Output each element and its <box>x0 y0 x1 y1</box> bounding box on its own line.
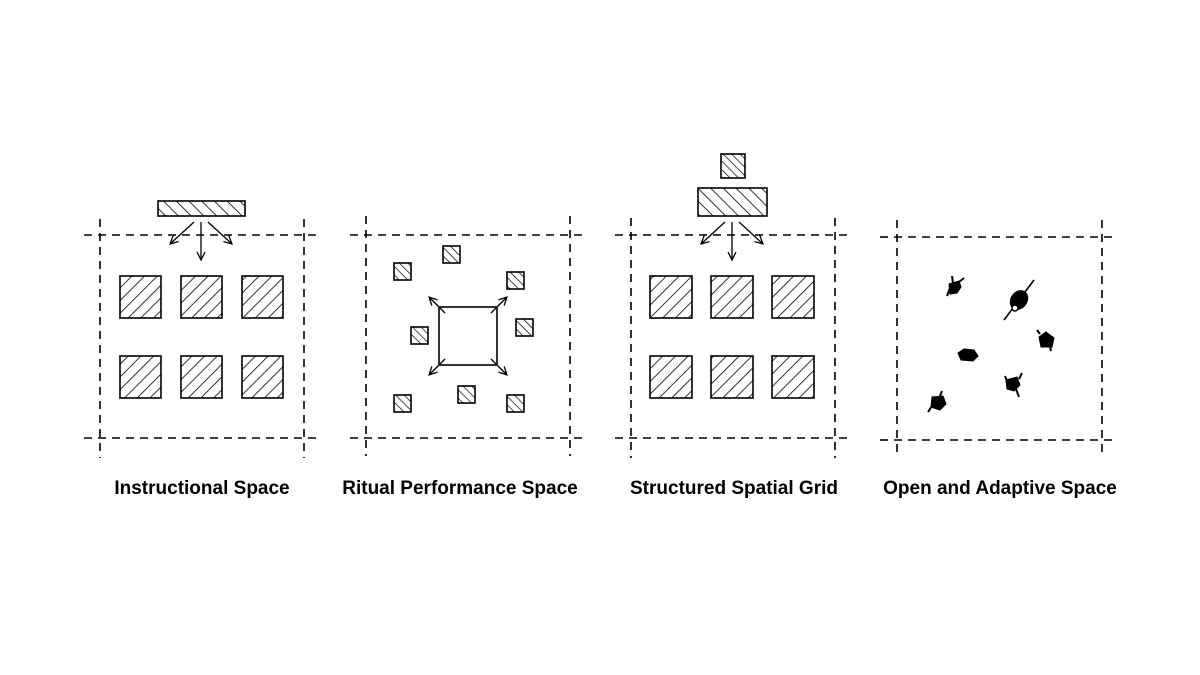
seat <box>410 326 429 345</box>
boundary-frame <box>615 218 853 458</box>
seat <box>393 394 412 413</box>
boundary-frame <box>880 220 1118 458</box>
panel-ritual <box>350 216 588 456</box>
caption-instructional: Instructional Space <box>114 478 290 499</box>
desk <box>119 275 162 319</box>
desk <box>649 275 693 319</box>
desk <box>119 355 162 399</box>
figure-icon <box>927 390 947 413</box>
projection-arrows <box>170 221 232 260</box>
figure-icon <box>1036 329 1055 352</box>
desk <box>649 355 693 399</box>
seat <box>515 318 534 337</box>
desk-grid <box>119 275 284 399</box>
caption-structured: Structured Spatial Grid <box>630 478 838 499</box>
radiating-arrows <box>429 297 507 375</box>
desk <box>241 275 284 319</box>
lectern-platform <box>157 200 246 217</box>
small-podium <box>720 153 746 179</box>
boundary-frame <box>84 219 322 458</box>
seat <box>457 385 476 404</box>
panel-structured <box>615 153 853 458</box>
desk <box>710 355 754 399</box>
panel-instructional <box>84 200 322 458</box>
surrounding-seats <box>393 245 534 413</box>
desk <box>241 355 284 399</box>
figure-icon <box>957 348 979 362</box>
desk <box>180 355 223 399</box>
figure-icon <box>1003 279 1035 321</box>
projection-arrows <box>701 221 763 260</box>
panel-open <box>880 220 1118 458</box>
figure-icon <box>946 275 965 297</box>
caption-ritual: Ritual Performance Space <box>342 478 578 499</box>
central-stage <box>438 306 498 366</box>
seat <box>506 394 525 413</box>
desk <box>710 275 754 319</box>
desk <box>771 355 815 399</box>
scattered-figures <box>927 275 1055 413</box>
seat <box>393 262 412 281</box>
desk <box>771 275 815 319</box>
seat <box>506 271 525 290</box>
desk <box>180 275 223 319</box>
caption-open: Open and Adaptive Space <box>883 478 1117 499</box>
figure-icon <box>1004 372 1023 398</box>
large-platform <box>697 187 768 217</box>
seat <box>442 245 461 264</box>
boundary-frame <box>350 216 588 456</box>
desk-grid <box>649 275 815 399</box>
